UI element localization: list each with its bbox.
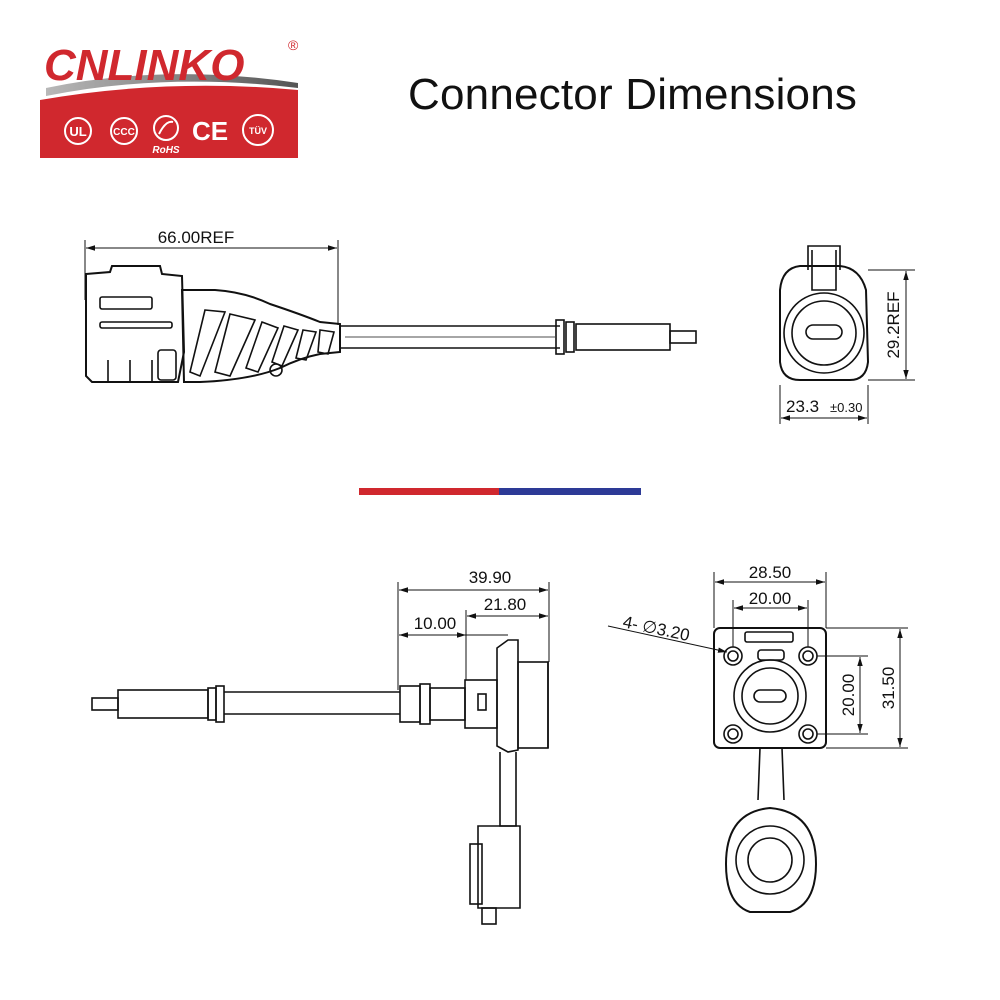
divider-blue — [499, 488, 641, 495]
socket-logo-plate — [744, 631, 794, 643]
socket-overall-label: 39.90 — [469, 568, 512, 587]
ul-cert-icon: UL — [64, 117, 92, 145]
socket-hole-spacing-y-label: 20.00 — [839, 674, 858, 717]
plug-height-dimension: 29.2REF — [868, 269, 915, 381]
svg-text:UL: UL — [69, 124, 86, 139]
plug-width-tolerance: ±0.30 — [830, 400, 862, 415]
ce-cert-icon: CE — [192, 116, 228, 146]
svg-text:CE: CE — [192, 116, 228, 146]
divider-red — [359, 488, 499, 495]
svg-text:TÜV: TÜV — [249, 126, 267, 136]
socket-side-view — [91, 639, 549, 925]
plug-length-dimension: 66.00REF — [86, 228, 337, 251]
logo-wordmark: CNLINKO — [44, 41, 244, 90]
plug-length-label: 66.00REF — [158, 228, 235, 247]
socket-holes-label: 4- ∅3.20 — [621, 612, 691, 645]
cnlinko-logo: CNLINKO ® UL CCC RoHS CE TÜV — [36, 28, 302, 158]
rohs-cert-icon: RoHS — [152, 115, 180, 156]
socket-flange-offset-label: 10.00 — [414, 614, 457, 633]
socket-front-depth-label: 21.80 — [484, 595, 527, 614]
socket-side-dimensions: 39.90 21.80 10.00 — [397, 568, 550, 690]
svg-text:CCC: CCC — [113, 127, 135, 138]
page-title: Connector Dimensions — [408, 70, 858, 119]
socket-outer-width-label: 28.50 — [749, 563, 792, 582]
plug-width-label: 23.3 — [786, 397, 819, 416]
ccc-cert-icon: CCC — [110, 117, 138, 145]
tuv-cert-icon: TÜV — [242, 114, 274, 146]
plug-height-label: 29.2REF — [884, 291, 903, 358]
plug-side-view — [84, 240, 697, 383]
plug-logo-plate — [99, 296, 153, 310]
socket-front-view — [713, 627, 827, 913]
svg-text:RoHS: RoHS — [152, 145, 180, 156]
socket-hole-spacing-x-label: 20.00 — [749, 589, 792, 608]
plug-width-dimension: 23.3 ±0.30 — [779, 385, 869, 424]
socket-outer-height-label: 31.50 — [879, 667, 898, 710]
registered-mark: ® — [288, 37, 299, 53]
plug-front-view — [779, 245, 870, 381]
